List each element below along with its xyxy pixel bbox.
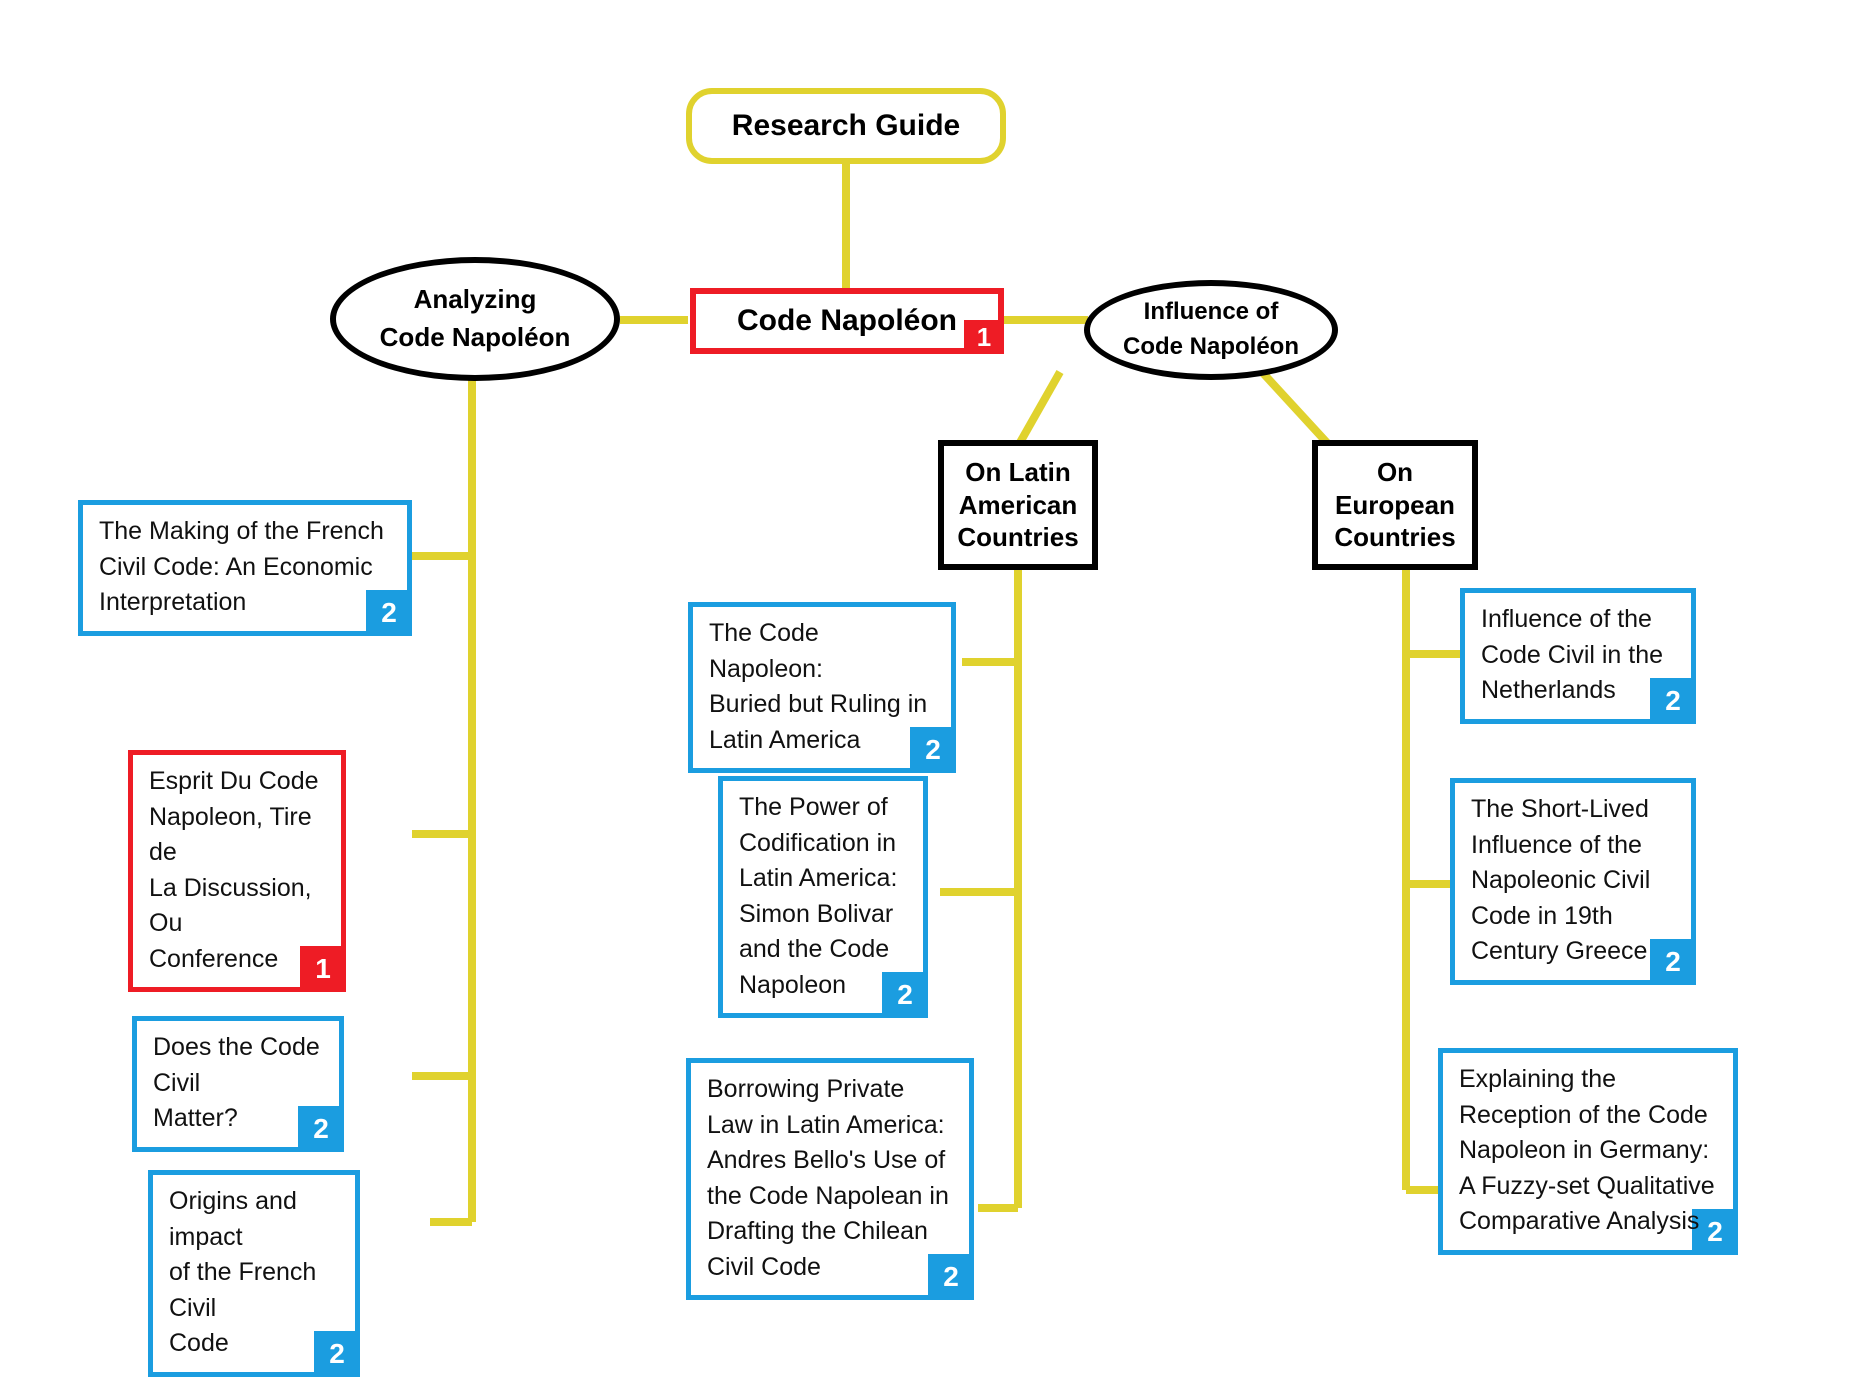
leaf-card-badge: 2 — [910, 727, 956, 773]
branch-node-analyzing-line1: Analyzing — [413, 284, 537, 315]
leaf-card-title: Borrowing Private Law in Latin America: … — [707, 1075, 949, 1281]
leaf-card-title: The Short-Lived Influence of the Napoleo… — [1471, 795, 1651, 965]
leaf-card-code-napoleon-buried-but-ruling[interactable]: The Code Napoleon: Buried but Ruling in … — [688, 602, 956, 773]
branch-node-influence[interactable]: Influence of Code Napoléon — [1084, 280, 1338, 380]
leaf-card-title: Influence of the Code Civil in the Nethe… — [1481, 605, 1664, 704]
leaf-card-badge: 1 — [300, 946, 346, 992]
leaf-card-borrowing-private-law-latin-america[interactable]: Borrowing Private Law in Latin America: … — [686, 1058, 974, 1300]
leaf-card-origins-impact-french-civil-code[interactable]: Origins and impact of the French Civil C… — [148, 1170, 360, 1377]
edge-influence-latin — [1014, 370, 1064, 448]
leaf-card-explaining-reception-germany[interactable]: Explaining the Reception of the Code Nap… — [1438, 1048, 1738, 1255]
leaf-card-does-code-civil-matter[interactable]: Does the Code Civil Matter? 2 — [132, 1016, 344, 1152]
leaf-card-title: Explaining the Reception of the Code Nap… — [1459, 1065, 1715, 1235]
leaf-card-badge: 2 — [298, 1105, 344, 1152]
leaf-card-badge: 2 — [928, 1254, 974, 1300]
leaf-card-badge: 2 — [1650, 938, 1696, 985]
branch-node-influence-line2: Code Napoléon — [1122, 333, 1299, 360]
branch-node-influence-line1: Influence of — [1143, 298, 1279, 326]
branch-node-analyzing-line2: Code Napoléon — [379, 322, 571, 352]
branch-node-analyzing[interactable]: Analyzing Code Napoléon — [330, 257, 620, 381]
leaf-card-badge: 2 — [314, 1330, 360, 1377]
category-node-european[interactable]: On European Countries — [1312, 440, 1478, 570]
leaf-card-esprit-du-code-napoleon[interactable]: Esprit Du Code Napoleon, Tire de La Disc… — [128, 750, 346, 992]
leaf-card-title: The Code Napoleon: Buried but Ruling in … — [709, 619, 928, 754]
leaf-card-power-of-codification-latin-america[interactable]: The Power of Codification in Latin Ameri… — [718, 776, 928, 1018]
leaf-card-title: The Power of Codification in Latin Ameri… — [739, 793, 898, 999]
leaf-card-badge: 2 — [1650, 677, 1696, 724]
leaf-card-influence-code-civil-netherlands[interactable]: Influence of the Code Civil in the Nethe… — [1460, 588, 1696, 724]
center-node-code-napoleon[interactable]: Code Napoléon 1 — [690, 288, 1004, 354]
root-node-research-guide[interactable]: Research Guide — [686, 88, 1006, 164]
center-node-label: Code Napoléon — [736, 304, 957, 337]
center-node-badge: 1 — [964, 320, 1004, 354]
category-node-latin-american-label: On Latin American Countries — [957, 457, 1079, 553]
category-node-latin-american[interactable]: On Latin American Countries — [938, 440, 1098, 570]
root-node-label: Research Guide — [731, 109, 961, 142]
edge-influence-european — [1259, 369, 1333, 449]
leaf-card-title: Esprit Du Code Napoleon, Tire de La Disc… — [149, 767, 319, 973]
category-node-european-label: On European Countries — [1334, 457, 1456, 553]
leaf-card-making-french-civil-code[interactable]: The Making of the French Civil Code: An … — [78, 500, 412, 636]
leaf-card-short-lived-influence-greece[interactable]: The Short-Lived Influence of the Napoleo… — [1450, 778, 1696, 985]
leaf-card-badge: 2 — [366, 589, 412, 636]
leaf-card-title: Does the Code Civil Matter? — [153, 1033, 320, 1132]
leaf-card-title: The Making of the French Civil Code: An … — [99, 517, 384, 616]
leaf-card-badge: 2 — [882, 972, 928, 1018]
leaf-card-badge: 2 — [1692, 1208, 1738, 1255]
leaf-card-title: Origins and impact of the French Civil C… — [169, 1187, 317, 1357]
